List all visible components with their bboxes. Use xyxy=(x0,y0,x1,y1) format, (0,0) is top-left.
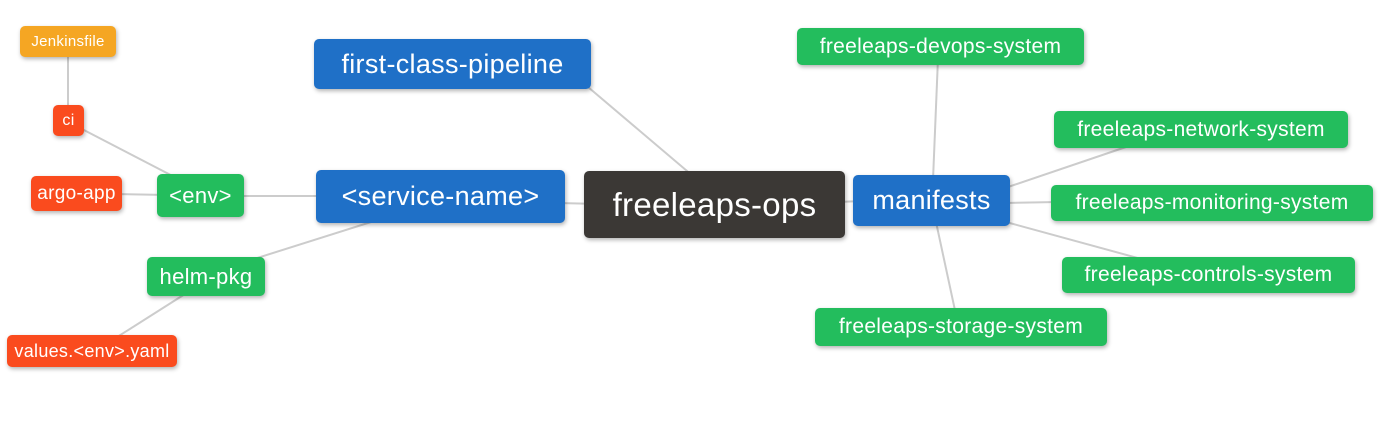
node-ci[interactable]: ci xyxy=(53,105,84,136)
edge-manifests-to-devops-system xyxy=(932,57,939,181)
node-helm-pkg[interactable]: helm-pkg xyxy=(147,257,265,296)
edge-manifests-to-network-system xyxy=(1004,146,1127,189)
edge-manifests-to-controls-system xyxy=(1005,221,1146,261)
node-freeleaps-ops[interactable]: freeleaps-ops xyxy=(584,171,845,238)
node-values-env-yaml[interactable]: values.<env>.yaml xyxy=(7,335,177,367)
node-service-name[interactable]: <service-name> xyxy=(316,170,565,223)
node-manifests[interactable]: manifests xyxy=(853,175,1010,226)
node-controls-system[interactable]: freeleaps-controls-system xyxy=(1062,257,1355,293)
edge-service-name-to-helm-pkg xyxy=(234,215,391,266)
edge-first-class-pipeline-to-freeleaps-ops xyxy=(587,86,701,183)
node-first-class-pipeline[interactable]: first-class-pipeline xyxy=(314,39,591,89)
node-network-system[interactable]: freeleaps-network-system xyxy=(1054,111,1348,148)
edge-helm-pkg-to-values-env-yaml xyxy=(113,293,186,340)
node-jenkinsfile[interactable]: Jenkinsfile xyxy=(20,26,116,57)
node-storage-system[interactable]: freeleaps-storage-system xyxy=(815,308,1107,346)
node-monitoring-system[interactable]: freeleaps-monitoring-system xyxy=(1051,185,1373,221)
edge-manifests-to-monitoring-system xyxy=(1004,201,1059,204)
node-devops-system[interactable]: freeleaps-devops-system xyxy=(797,28,1084,65)
edge-manifests-to-storage-system xyxy=(935,221,957,316)
node-env[interactable]: <env> xyxy=(157,174,244,217)
node-argo-app[interactable]: argo-app xyxy=(31,176,122,211)
